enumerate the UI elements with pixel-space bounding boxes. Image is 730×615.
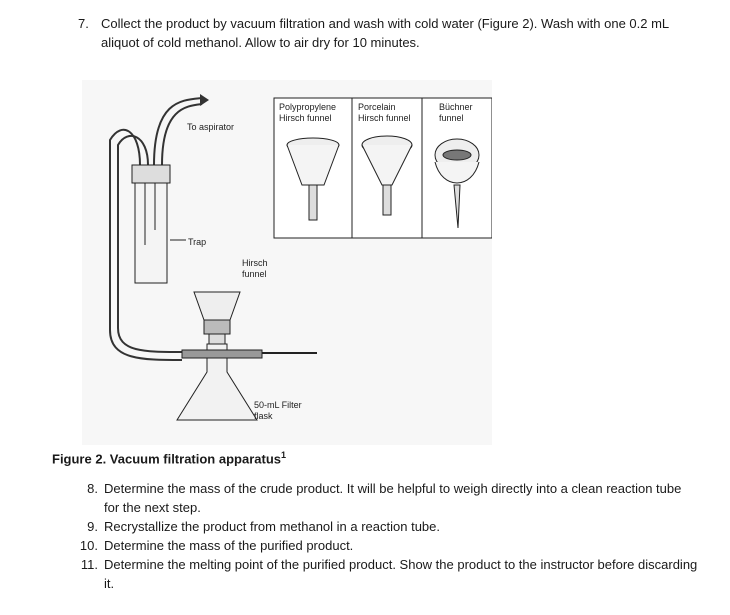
buchner-label-1: Büchner [439,102,473,112]
step-11: 11. Determine the melting point of the p… [78,555,698,593]
step-text: Collect the product by vacuum filtration… [101,16,669,50]
trap-tube [134,182,168,284]
buchner-label-2: funnel [439,113,464,123]
step-number: 10. [79,538,98,553]
polyprop-label-2: Hirsch funnel [279,113,332,123]
figure-caption: Figure 2. Vacuum filtration apparatus1 [52,450,286,466]
step-text: Determine the melting point of the purif… [104,557,698,591]
step-10: 10. Determine the mass of the purified p… [78,536,698,555]
flask-label-1: 50-mL Filter [254,400,302,410]
apparatus-drawing: To aspirator Trap Hirsch funnel 50-mL Fi… [82,80,493,445]
side-arm-clamp [181,349,263,359]
trap-stopper [131,164,171,184]
hirsch-label-1: Hirsch [242,258,268,268]
step-9: 9. Recrystallize the product from methan… [78,517,698,536]
caption-superscript: 1 [281,450,287,460]
hirsch-label-2: funnel [242,269,267,279]
step-8: 8. Determine the mass of the crude produ… [78,479,698,517]
step-number: 9. [87,519,98,534]
flask-label-2: flask [254,411,273,421]
steps-list: 8. Determine the mass of the crude produ… [78,479,698,593]
vacuum-hose [109,128,183,361]
step-text: Determine the mass of the crude product.… [104,481,682,515]
arrow-icon [200,94,209,106]
porcelain-label-2: Hirsch funnel [358,113,411,123]
aspirator-label: To aspirator [187,122,234,132]
step-text: Determine the mass of the purified produ… [104,538,354,553]
vacuum-filtration-figure: To aspirator Trap Hirsch funnel 50-mL Fi… [82,80,493,445]
polyprop-label-1: Polypropylene [279,102,336,112]
caption-text: Figure 2. Vacuum filtration apparatus [52,451,281,467]
porcelain-label-1: Porcelain [358,102,396,112]
step-number: 7. [78,16,89,31]
step-number: 11. [80,557,98,572]
aspirator-tube [153,97,203,166]
trap-label: Trap [188,237,206,247]
filter-flask [176,343,258,421]
step-number: 8. [87,481,98,496]
step-text: Recrystallize the product from methanol … [104,519,441,534]
